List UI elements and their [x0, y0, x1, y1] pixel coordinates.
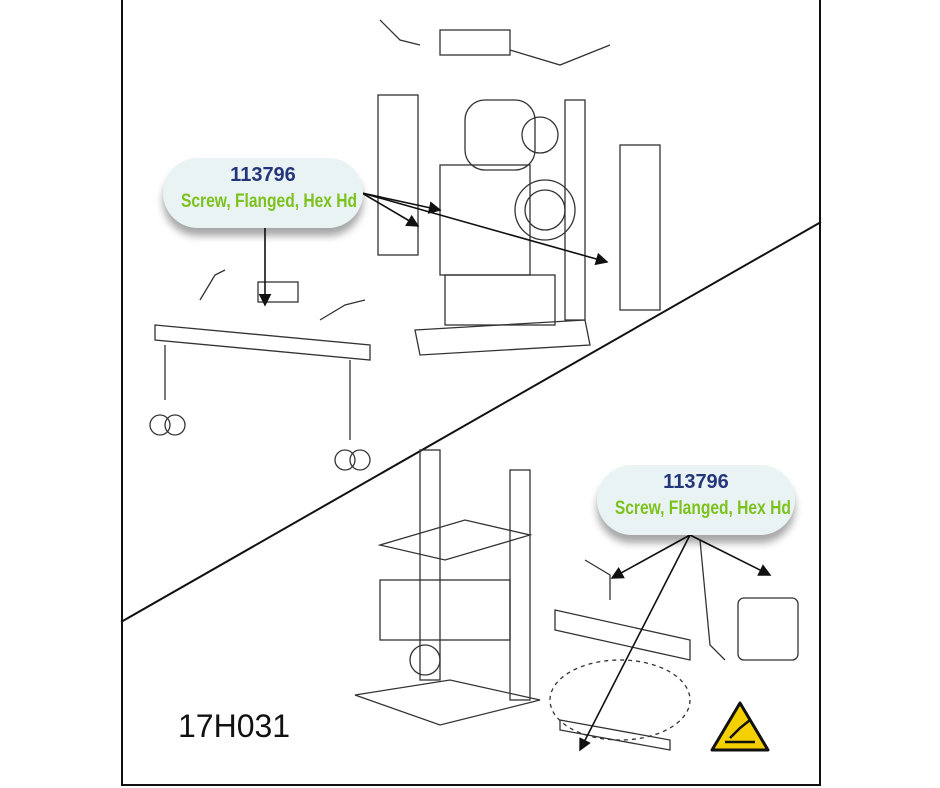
section-divider — [120, 221, 822, 623]
part-number: 113796 — [663, 471, 729, 493]
callout-arrows — [258, 192, 772, 752]
part-description: Screw, Flanged, Hex Hd — [181, 191, 358, 212]
upper-machine-assembly — [377, 19, 661, 356]
left-valve-assembly — [149, 269, 371, 471]
part-description: Screw, Flanged, Hex Hd — [614, 498, 791, 519]
callout-part-2: 113796 Screw, Flanged, Hex Hd — [597, 465, 795, 535]
lower-machine-frame — [354, 449, 541, 726]
diagram-frame — [121, 0, 821, 786]
part-number: 113796 — [230, 164, 296, 186]
figure-id: 17H031 — [178, 708, 291, 744]
lower-heater-parts — [549, 539, 799, 751]
hot-surface-warning-icon — [710, 701, 770, 752]
callout-part-1: 113796 Screw, Flanged, Hex Hd — [163, 158, 363, 228]
